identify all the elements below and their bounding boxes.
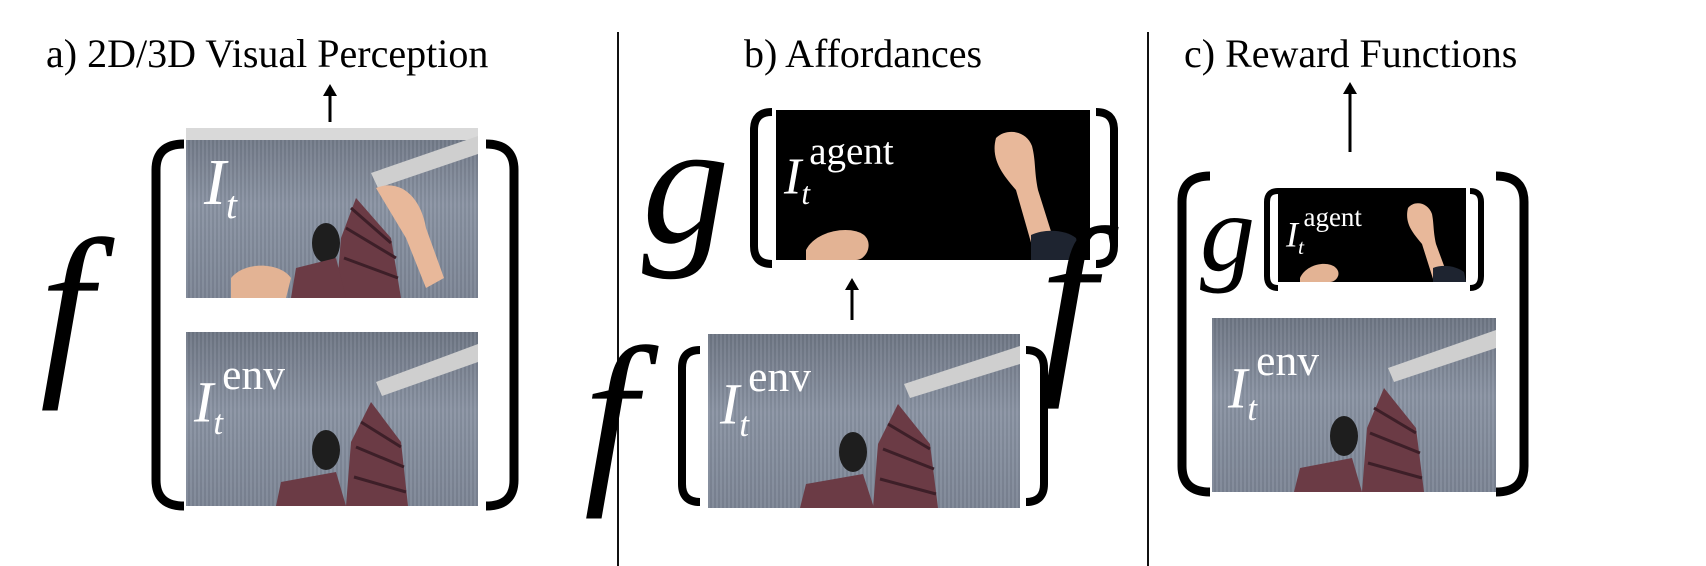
outer-function-f: f: [40, 202, 93, 412]
frame-image: It: [186, 128, 478, 298]
image-label-agent: Itagent: [1286, 202, 1362, 259]
hands-illustration: [1300, 203, 1466, 282]
right-bracket: [485, 139, 519, 511]
outer-function-g: g: [642, 86, 730, 280]
panel-b: b) Affordances g Itagent f: [584, 0, 1150, 566]
divider-bc: [1147, 32, 1149, 566]
inner-function-f: f: [584, 310, 637, 520]
image-label-env: Itenv: [1228, 337, 1319, 428]
left-bracket: [678, 346, 701, 506]
agent-mask-image: Itagent: [776, 110, 1090, 260]
up-arrow-icon: [1343, 82, 1357, 152]
panel-b-title: b) Affordances: [744, 31, 983, 76]
panel-c-title: c) Reward Functions: [1184, 31, 1518, 76]
up-arrow-icon: [323, 84, 337, 122]
scene-illustration: [800, 346, 1020, 508]
hands-illustration: [806, 131, 1081, 260]
right-bracket: [1469, 188, 1484, 291]
scene-illustration: [1294, 330, 1496, 492]
image-label-agent: Itagent: [784, 130, 894, 212]
environment-image: Itenv: [186, 332, 478, 506]
agent-mask-image: Itagent: [1278, 188, 1466, 282]
left-bracket: [1264, 188, 1279, 291]
environment-image: Itenv: [1212, 318, 1496, 492]
scene-illustration: [276, 344, 478, 506]
environment-image: Itenv: [708, 334, 1020, 508]
right-bracket: [1025, 346, 1048, 506]
up-arrow-icon: [845, 278, 859, 320]
image-label-env: Itenv: [194, 351, 285, 442]
left-bracket: [151, 139, 185, 511]
image-label-env: Itenv: [720, 353, 811, 444]
scene-illustration: [186, 128, 478, 298]
panel-a-title: a) 2D/3D Visual Perception: [46, 31, 489, 76]
panel-a: a) 2D/3D Visual Perception f It: [0, 0, 620, 566]
left-bracket: [750, 108, 773, 268]
divider-ab: [617, 32, 619, 566]
image-label-frame: It: [204, 146, 237, 227]
right-bracket: [1495, 171, 1529, 497]
right-bracket: [1095, 108, 1118, 268]
panel-c: c) Reward Functions f g Itagent: [1040, 0, 1706, 566]
outer-function-f: f: [1040, 189, 1096, 410]
left-bracket: [1177, 171, 1211, 497]
inner-function-g: g: [1200, 172, 1255, 294]
